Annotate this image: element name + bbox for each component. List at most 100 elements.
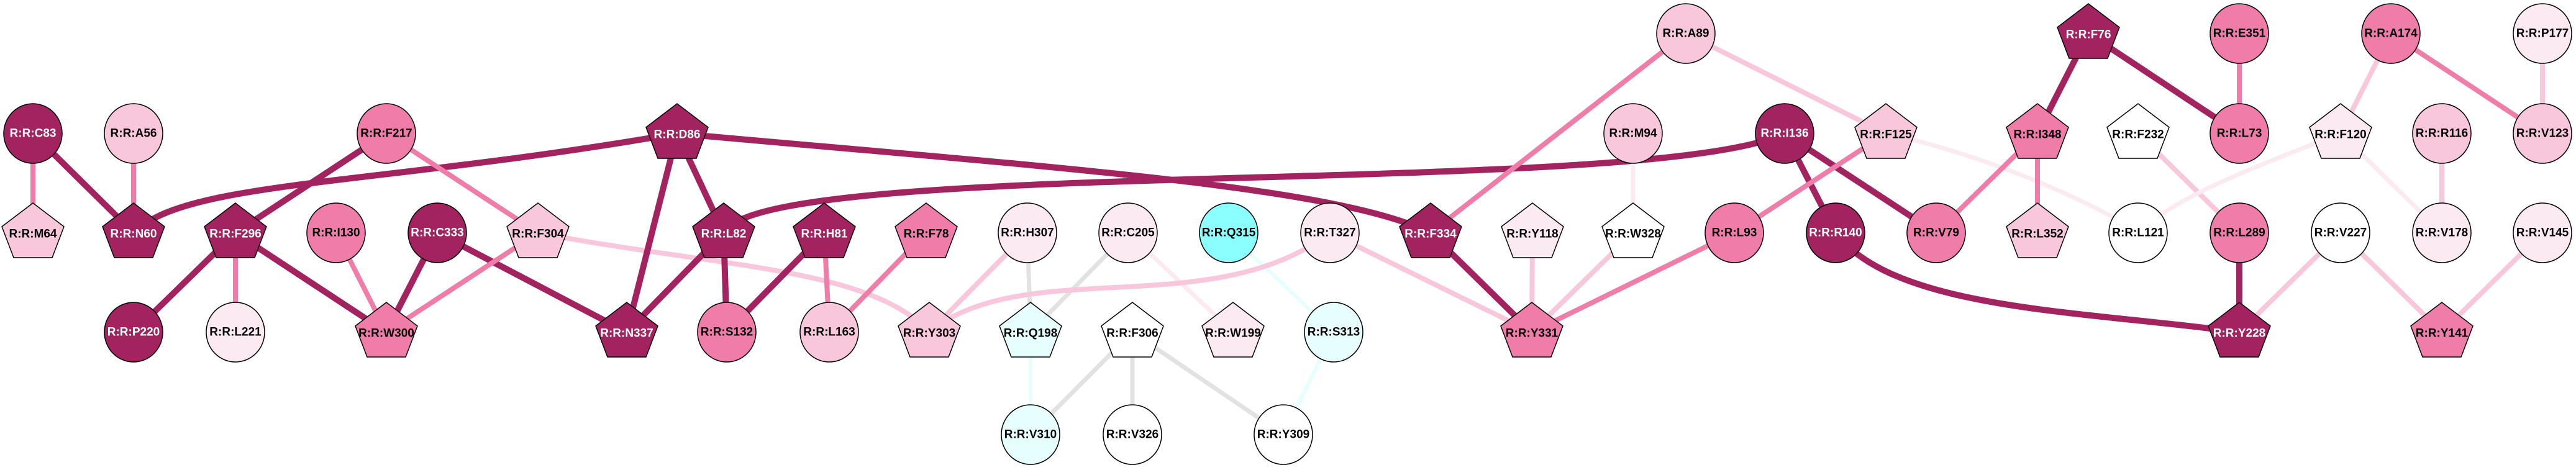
node-l82[interactable]: R:R:L82 bbox=[692, 202, 755, 258]
node-v178[interactable]: R:R:V178 bbox=[2412, 202, 2472, 263]
circle-node-shape bbox=[407, 202, 467, 263]
node-h81[interactable]: R:R:H81 bbox=[793, 202, 856, 258]
node-e351[interactable]: R:R:E351 bbox=[2210, 3, 2269, 64]
node-label: R:R:C333 bbox=[411, 227, 464, 240]
node-l163[interactable]: R:R:L163 bbox=[799, 302, 859, 363]
node-f120[interactable]: R:R:F120 bbox=[2309, 103, 2372, 159]
node-l289[interactable]: R:R:L289 bbox=[2210, 202, 2269, 263]
node-y228[interactable]: R:R:Y228 bbox=[2208, 302, 2271, 358]
node-f232[interactable]: R:R:F232 bbox=[2106, 103, 2170, 159]
node-c205[interactable]: R:R:C205 bbox=[1098, 202, 1158, 263]
edge-i136-v79 bbox=[1783, 130, 1938, 236]
pentagon-node-shape bbox=[204, 202, 267, 258]
node-n337[interactable]: R:R:N337 bbox=[595, 302, 658, 358]
node-d86[interactable]: R:R:D86 bbox=[645, 103, 709, 159]
node-i130[interactable]: R:R:I130 bbox=[306, 202, 366, 263]
node-f334[interactable]: R:R:F334 bbox=[1399, 202, 1462, 258]
node-label: R:R:Q315 bbox=[1202, 227, 1256, 240]
pentagon-node-shape bbox=[793, 202, 856, 258]
node-h307[interactable]: R:R:H307 bbox=[998, 202, 1057, 263]
node-v145[interactable]: R:R:V145 bbox=[2513, 202, 2572, 263]
node-y118[interactable]: R:R:Y118 bbox=[1501, 202, 1564, 258]
circle-node-shape bbox=[104, 103, 163, 164]
node-f217[interactable]: R:R:F217 bbox=[357, 103, 416, 164]
node-label: R:R:I130 bbox=[312, 227, 360, 240]
node-f296[interactable]: R:R:F296 bbox=[204, 202, 267, 258]
node-v310[interactable]: R:R:V310 bbox=[1001, 404, 1060, 465]
node-l352[interactable]: R:R:L352 bbox=[2006, 202, 2069, 258]
node-y303[interactable]: R:R:Y303 bbox=[898, 302, 961, 358]
node-v123[interactable]: R:R:V123 bbox=[2513, 103, 2572, 164]
pentagon-node-shape bbox=[1399, 202, 1462, 258]
pentagon-node-shape bbox=[102, 202, 165, 258]
node-label: R:R:L352 bbox=[2011, 228, 2063, 241]
node-a89[interactable]: R:R:A89 bbox=[1656, 3, 1716, 64]
circle-node-shape bbox=[2210, 3, 2269, 64]
node-f306[interactable]: R:R:F306 bbox=[1101, 302, 1164, 358]
node-t327[interactable]: R:R:T327 bbox=[1300, 202, 1360, 263]
node-a174[interactable]: R:R:A174 bbox=[2361, 3, 2421, 64]
node-label: R:R:V227 bbox=[2314, 227, 2367, 240]
pentagon-node-shape bbox=[1101, 302, 1164, 358]
node-r140[interactable]: R:R:R140 bbox=[1806, 202, 1865, 263]
node-q198[interactable]: R:R:Q198 bbox=[999, 302, 1062, 358]
node-label: R:R:F76 bbox=[2066, 29, 2111, 42]
node-label: R:R:L93 bbox=[1712, 227, 1757, 240]
pentagon-node-shape bbox=[692, 202, 755, 258]
node-v79[interactable]: R:R:V79 bbox=[1906, 202, 1966, 263]
node-y331[interactable]: R:R:Y331 bbox=[1500, 302, 1563, 358]
node-p220[interactable]: R:R:P220 bbox=[104, 302, 163, 363]
node-s132[interactable]: R:R:S132 bbox=[697, 302, 757, 363]
edge-f125-l93 bbox=[1732, 131, 1888, 235]
node-c83[interactable]: R:R:C83 bbox=[3, 103, 63, 164]
node-i136[interactable]: R:R:I136 bbox=[1755, 103, 1814, 164]
circle-node-shape bbox=[1656, 3, 1716, 64]
node-label: R:R:E351 bbox=[2213, 27, 2266, 40]
node-label: R:R:W199 bbox=[1205, 327, 1261, 340]
node-m94[interactable]: R:R:M94 bbox=[1603, 103, 1663, 164]
node-label: R:R:S313 bbox=[1308, 326, 1360, 339]
edge-a89-f125 bbox=[1685, 31, 1887, 136]
node-s313[interactable]: R:R:S313 bbox=[1304, 302, 1363, 363]
node-l93[interactable]: R:R:L93 bbox=[1704, 202, 1764, 263]
node-label: R:R:A174 bbox=[2364, 27, 2418, 40]
node-label: R:R:F217 bbox=[360, 127, 412, 140]
node-n60[interactable]: R:R:N60 bbox=[102, 202, 165, 258]
node-label: R:R:V326 bbox=[1106, 428, 1158, 441]
pentagon-node-shape bbox=[2106, 103, 2170, 159]
node-label: R:R:I136 bbox=[1760, 127, 1808, 140]
node-w328[interactable]: R:R:W328 bbox=[1601, 202, 1665, 258]
node-m64[interactable]: R:R:M64 bbox=[1, 202, 65, 258]
node-l73[interactable]: R:R:L73 bbox=[2210, 103, 2269, 164]
node-w300[interactable]: R:R:W300 bbox=[355, 302, 418, 358]
node-w199[interactable]: R:R:W199 bbox=[1201, 302, 1265, 358]
node-label: R:R:N337 bbox=[600, 327, 653, 340]
node-label: R:R:L82 bbox=[701, 228, 747, 241]
circle-node-shape bbox=[2412, 202, 2472, 263]
node-a56[interactable]: R:R:A56 bbox=[104, 103, 163, 164]
node-c333[interactable]: R:R:C333 bbox=[407, 202, 467, 263]
node-l121[interactable]: R:R:L121 bbox=[2108, 202, 2168, 263]
node-l221[interactable]: R:R:L221 bbox=[206, 302, 265, 363]
node-r116[interactable]: R:R:R116 bbox=[2412, 103, 2472, 164]
node-f304[interactable]: R:R:F304 bbox=[506, 202, 570, 258]
node-f78[interactable]: R:R:F78 bbox=[894, 202, 958, 258]
node-label: R:R:H307 bbox=[1001, 227, 1054, 240]
circle-node-shape bbox=[697, 302, 757, 363]
node-y141[interactable]: R:R:Y141 bbox=[2410, 302, 2474, 358]
edge-l93-y331 bbox=[1531, 230, 1736, 335]
node-label: R:R:V145 bbox=[2516, 227, 2569, 240]
node-i348[interactable]: R:R:I348 bbox=[2006, 103, 2069, 159]
node-v326[interactable]: R:R:V326 bbox=[1103, 404, 1162, 465]
circle-node-shape bbox=[2513, 3, 2572, 64]
node-y309[interactable]: R:R:Y309 bbox=[1254, 404, 1313, 465]
node-f125[interactable]: R:R:F125 bbox=[1854, 103, 1918, 159]
edge-f296-w300 bbox=[234, 230, 388, 335]
circle-node-shape bbox=[2108, 202, 2168, 263]
pentagon-node-shape bbox=[894, 202, 958, 258]
node-f76[interactable]: R:R:F76 bbox=[2057, 3, 2120, 59]
node-q315[interactable]: R:R:Q315 bbox=[1199, 202, 1258, 263]
node-p177[interactable]: R:R:P177 bbox=[2513, 3, 2572, 64]
node-v227[interactable]: R:R:V227 bbox=[2311, 202, 2370, 263]
